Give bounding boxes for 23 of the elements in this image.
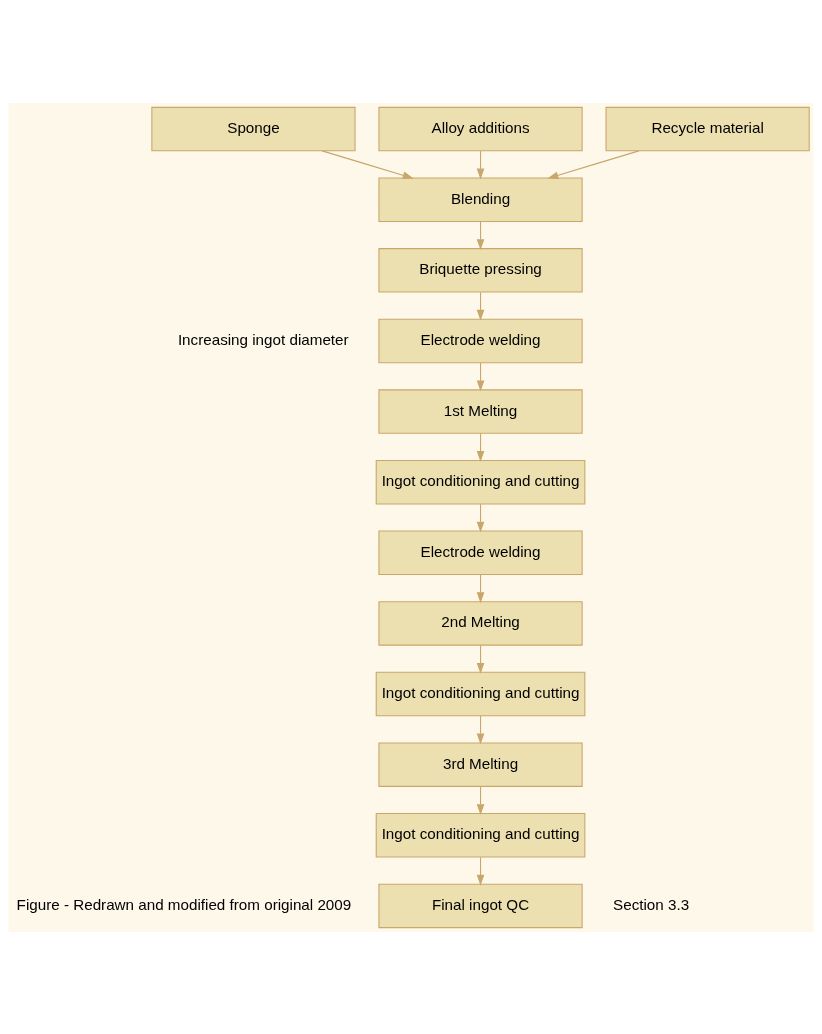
node-box: Alloy additions [378, 106, 583, 151]
arrow [476, 503, 485, 533]
node-box: 2nd Melting [378, 600, 583, 646]
node-box: 3rd Melting [378, 741, 583, 787]
node-box: 1st Melting [378, 388, 583, 434]
node-box: Electrode welding [378, 318, 583, 363]
node-box: Briquette pressing [378, 247, 583, 293]
node-box: Ingot conditioning and cutting [375, 812, 586, 858]
node-box: Ingot conditioning and cutting [375, 459, 586, 504]
label: Figure - Redrawn and modified from original 2009 [16, 895, 352, 913]
arrow [476, 291, 485, 321]
node-box: Final ingot QC [378, 883, 583, 928]
node-box: Electrode welding [378, 530, 583, 575]
node-box: Recycle material [605, 106, 810, 151]
node-label: Section 3.3 [613, 895, 690, 913]
node-box: Sponge [151, 106, 356, 151]
node-box: Blending [378, 176, 583, 222]
arrow [476, 644, 485, 674]
arrow [547, 149, 640, 179]
node-box: Ingot conditioning and cutting [375, 671, 586, 716]
label: Increasing ingot diameter [177, 330, 349, 348]
arrow [321, 149, 414, 179]
arrow [476, 856, 485, 886]
